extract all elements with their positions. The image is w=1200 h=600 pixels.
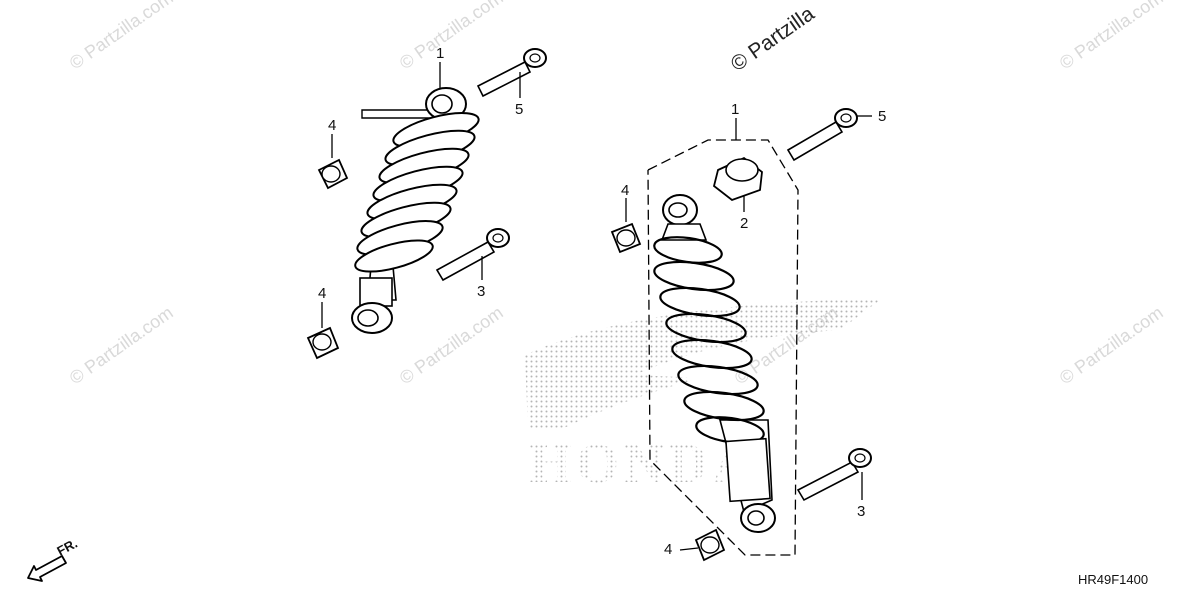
callout-right-shock: 1 xyxy=(731,101,739,118)
left-bolt-upper xyxy=(476,48,547,98)
watermark-text: © Partzilla.com xyxy=(396,302,507,388)
brand-logo-text: HONDA xyxy=(528,433,756,495)
diagram-code: HR49F1400 xyxy=(1078,572,1148,587)
front-arrow-icon xyxy=(27,555,67,582)
direction-label: FR. xyxy=(54,536,80,559)
right-nut-lower xyxy=(694,528,726,562)
callout-right-nut-lower: 4 xyxy=(664,541,672,558)
callout-right-bolt-lower: 3 xyxy=(857,503,865,520)
callout-left-nut-upper: 4 xyxy=(328,117,336,134)
right-bolt-upper xyxy=(786,108,858,162)
right-callouts: 1 5 2 4 3 4 xyxy=(621,101,886,558)
callout-left-bolt-lower: 3 xyxy=(477,283,485,300)
callout-left-nut-lower: 4 xyxy=(318,285,326,302)
callout-right-bolt-upper: 5 xyxy=(878,108,886,125)
left-shock-assembly xyxy=(351,87,480,334)
left-nut-upper xyxy=(317,158,349,190)
assembly-outline xyxy=(647,139,799,556)
brand-logo: HONDA xyxy=(525,300,880,495)
watermark-text: © Partzilla.com xyxy=(1056,302,1167,388)
right-bushing xyxy=(712,156,763,202)
right-bolt-lower xyxy=(796,448,872,502)
watermark-text: © Partzilla.com xyxy=(66,302,177,388)
callout-right-bushing: 2 xyxy=(740,215,748,232)
right-leader-lines xyxy=(625,115,872,551)
callout-left-shock: 1 xyxy=(436,45,444,62)
watermark-text: © Partzilla.com xyxy=(396,0,507,73)
wing-shape xyxy=(525,300,880,430)
left-callouts: 1 5 4 3 4 xyxy=(318,45,523,302)
left-spring xyxy=(354,112,480,273)
watermark-text: © Partzilla.com xyxy=(66,0,177,73)
left-leader-lines xyxy=(321,62,521,328)
left-bolt-lower xyxy=(435,228,510,282)
watermark-text: © Partzilla.com xyxy=(1056,0,1167,73)
front-direction-indicator: FR. xyxy=(27,536,80,582)
right-shock-assembly xyxy=(653,194,776,533)
left-nut-lower xyxy=(306,326,340,360)
callout-left-bolt-upper: 5 xyxy=(515,101,523,118)
watermark-text-dark: © Partzilla xyxy=(727,2,819,76)
right-nut-upper xyxy=(610,222,642,254)
callout-right-nut-upper: 4 xyxy=(621,182,629,199)
right-spring xyxy=(653,236,765,444)
